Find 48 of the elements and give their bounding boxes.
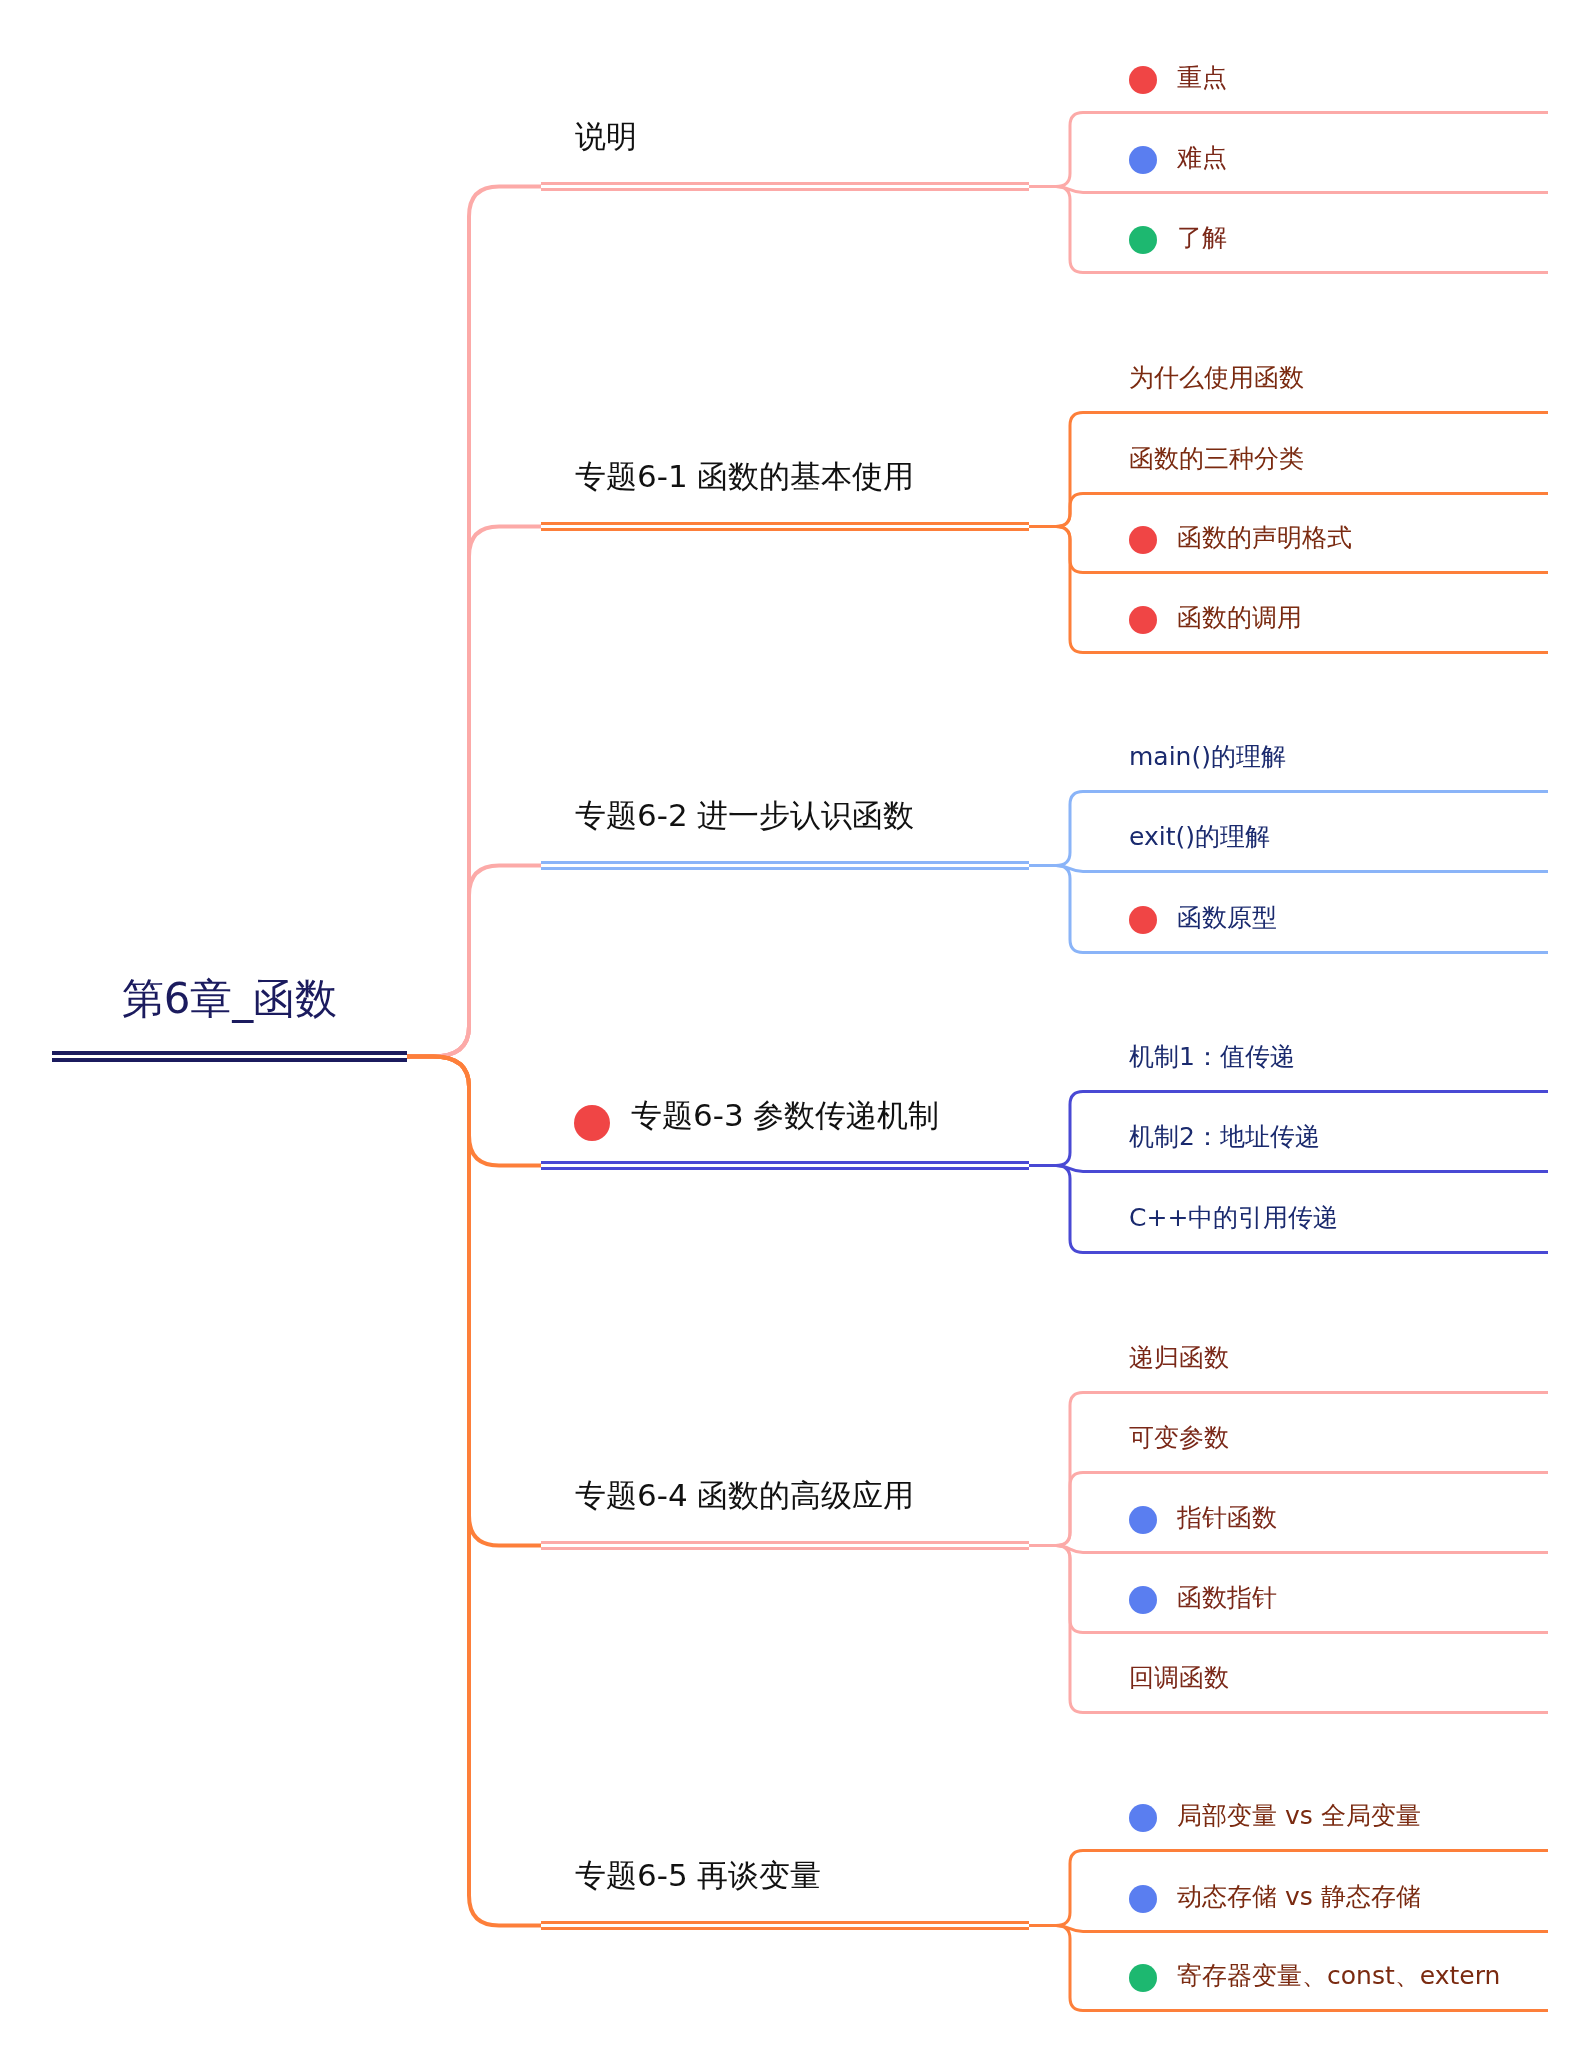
topic-text: 动态存储 vs 静态存储 xyxy=(1177,1881,1421,1913)
topic-text: 函数原型 xyxy=(1177,902,1277,934)
topic-text: 机制1：值传递 xyxy=(1129,1041,1295,1073)
marker-dot-icon xyxy=(1129,1804,1157,1832)
marker-dot-icon xyxy=(1129,526,1157,554)
topic-text: 指针函数 xyxy=(1177,1502,1277,1534)
topic-text: 重点 xyxy=(1177,62,1227,94)
topic-text: 专题6-3 参数传递机制 xyxy=(631,1096,940,1135)
topic-text: 函数的调用 xyxy=(1177,602,1302,634)
topic-text: 难点 xyxy=(1177,142,1227,174)
topic-text: 专题6-1 函数的基本使用 xyxy=(575,457,915,496)
topic-text: 递归函数 xyxy=(1129,1342,1229,1374)
marker-dot-icon xyxy=(1129,1964,1157,1992)
topic-text: 专题6-4 函数的高级应用 xyxy=(575,1476,915,1515)
branch-connector xyxy=(1029,864,1113,954)
marker-dot-icon xyxy=(1129,1586,1157,1614)
topic-text: exit()的理解 xyxy=(1129,821,1270,853)
marker-dot-icon xyxy=(1129,226,1157,254)
marker-dot-icon xyxy=(574,1105,610,1141)
marker-dot-icon xyxy=(1129,146,1157,174)
topic-text: 回调函数 xyxy=(1129,1662,1229,1694)
branch-connector xyxy=(1029,1544,1113,1714)
branch-connector xyxy=(1029,185,1113,274)
marker-dot-icon xyxy=(1129,906,1157,934)
topic-text: 函数指针 xyxy=(1177,1582,1277,1614)
topic-text: 专题6-5 再谈变量 xyxy=(575,1856,822,1895)
topic-text: 局部变量 vs 全局变量 xyxy=(1177,1800,1421,1832)
topic-text: 机制2：地址传递 xyxy=(1129,1121,1320,1153)
marker-dot-icon xyxy=(1129,1506,1157,1534)
marker-dot-icon xyxy=(1129,66,1157,94)
topic-text: 专题6-2 进一步认识函数 xyxy=(575,796,915,835)
topic-text: 可变参数 xyxy=(1129,1422,1229,1454)
topic-text: C++中的引用传递 xyxy=(1129,1202,1339,1234)
marker-dot-icon xyxy=(1129,1885,1157,1913)
topic-text: 寄存器变量、const、extern xyxy=(1177,1960,1501,1992)
branch-connector xyxy=(1029,525,1113,654)
branch-connector xyxy=(1029,1924,1113,2012)
topic-text: 为什么使用函数 xyxy=(1129,362,1304,394)
branch-connector xyxy=(1029,1164,1113,1254)
root-topic xyxy=(52,976,407,1062)
topic-text: main()的理解 xyxy=(1129,741,1286,773)
topic-text: 说明 xyxy=(575,117,637,156)
branch-connector xyxy=(407,1054,541,1928)
topic-text: 了解 xyxy=(1177,222,1227,254)
marker-dot-icon xyxy=(1129,606,1157,634)
topic-text: 第6章_函数 xyxy=(121,973,338,1025)
topic-text: 函数的声明格式 xyxy=(1177,522,1352,554)
topic-text: 函数的三种分类 xyxy=(1129,443,1304,475)
